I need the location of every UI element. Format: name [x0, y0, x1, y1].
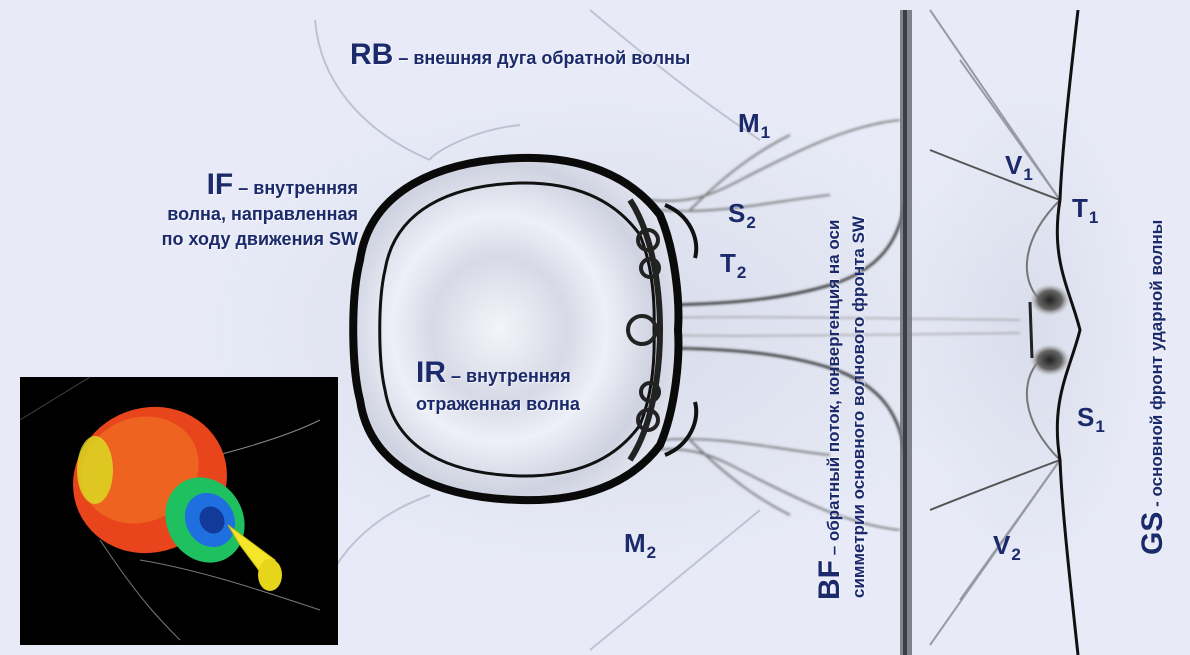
bf-label: BF – обратный поток, конвергенция на оси… — [818, 216, 871, 600]
if-line1: – внутренняя — [233, 178, 358, 198]
symbol-v1: V1 — [1005, 150, 1033, 185]
symbol-m2: M2 — [624, 528, 656, 563]
ir-label: IR – внутренняя отраженная волна — [416, 360, 580, 417]
if-line3: по ходу движения SW — [162, 227, 358, 252]
if-line2: волна, направленная — [162, 202, 358, 227]
symbol-v2: V2 — [993, 530, 1021, 565]
rb-abbr: RB — [350, 38, 393, 71]
gs-label: GS - основной фронт ударной волны — [1136, 220, 1170, 555]
bubble — [353, 158, 696, 500]
symbol-t1: T1 — [1072, 193, 1098, 228]
symbol-s2: S2 — [728, 198, 756, 233]
bf-line1: – обратный поток, конвергенция на оси — [824, 220, 843, 560]
ir-abbr: IR — [416, 356, 446, 389]
symbol-s1: S1 — [1077, 402, 1105, 437]
gs-abbr: GS — [1136, 512, 1169, 555]
symbol-t2: T2 — [720, 248, 746, 283]
bf-abbr: BF — [813, 560, 846, 600]
rb-text: – внешняя дуга обратной волны — [393, 48, 690, 68]
inset-3d-render — [20, 377, 338, 645]
if-abbr: IF — [207, 168, 234, 201]
gs-text: - основной фронт ударной волны — [1147, 220, 1166, 512]
back-flow-band — [900, 10, 912, 655]
bf-line2: симметрии основного волнового фронта SW — [847, 216, 871, 600]
rb-label: RB – внешняя дуга обратной волны — [350, 38, 690, 72]
ir-line1: – внутренняя — [446, 366, 571, 386]
ir-line2: отраженная волна — [416, 391, 580, 417]
if-label: IF – внутренняя волна, направленная по х… — [162, 172, 358, 252]
symbol-m1: M1 — [738, 108, 770, 143]
